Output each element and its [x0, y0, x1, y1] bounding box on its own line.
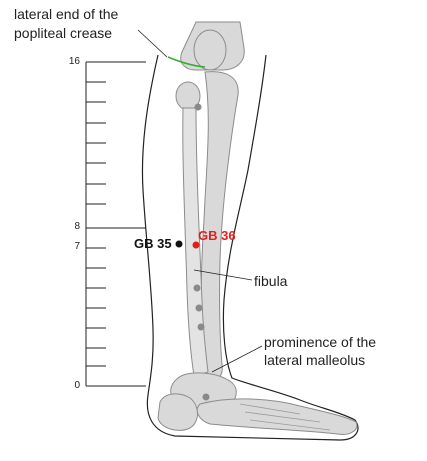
malleolus-label-line1: prominence of the	[264, 334, 377, 350]
ref-dot-1	[194, 103, 202, 111]
gb35-label: GB 35	[134, 236, 172, 251]
ref-dot-4	[197, 323, 205, 331]
crease-leader	[137, 29, 168, 58]
malleolus-label-line2: lateral malleolus	[264, 352, 366, 368]
metatarsal-lines	[239, 403, 331, 431]
ref-dot-3	[195, 304, 203, 312]
reference-dots	[193, 103, 210, 401]
scale-label-8: 8	[74, 221, 80, 232]
heel-bone	[157, 393, 198, 431]
scale-label-0: 0	[74, 380, 80, 391]
popliteal-crease-line	[167, 56, 206, 68]
ref-dot-5	[202, 393, 210, 401]
tibia	[200, 71, 239, 382]
fibula-leader	[193, 269, 253, 281]
crease-label-line2: popliteal crease	[14, 25, 113, 41]
knee-condyle	[193, 29, 227, 71]
proportional-scale	[85, 61, 146, 387]
leg-outline	[141, 54, 359, 441]
gb36-point	[192, 241, 200, 249]
fibula-label: fibula	[254, 273, 288, 289]
scale-label-7: 7	[74, 241, 80, 252]
gb35-point	[175, 240, 183, 248]
ref-dot-2	[193, 284, 201, 292]
malleolus-leader	[211, 345, 263, 373]
crease-label-line1: lateral end of the	[14, 6, 119, 22]
scale-label-16: 16	[68, 56, 80, 67]
gb36-label: GB 36	[198, 228, 236, 243]
